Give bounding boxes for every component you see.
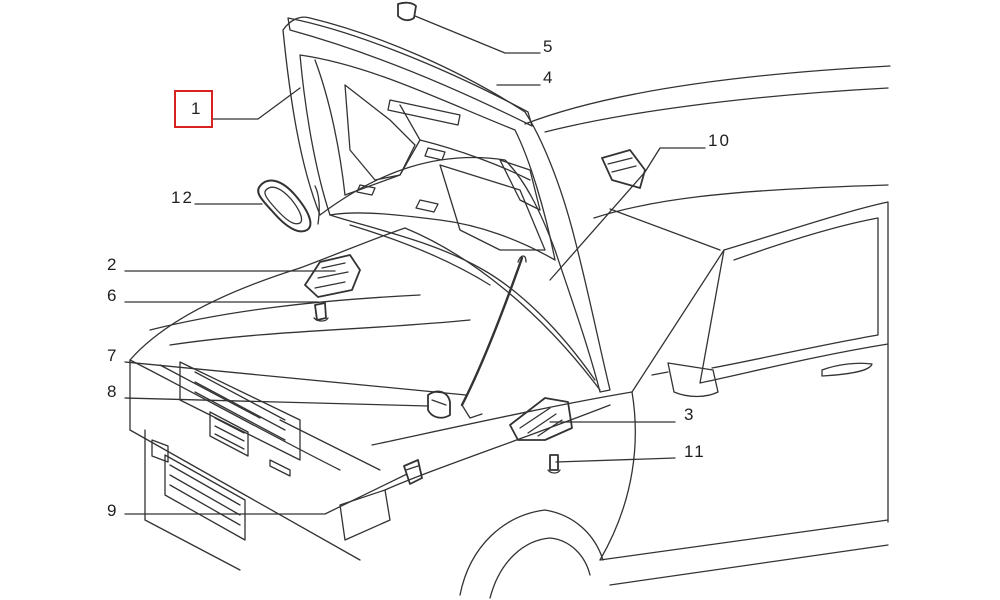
front-headlamp-area xyxy=(279,419,381,471)
rod-clip xyxy=(403,459,423,485)
door-front-edge xyxy=(631,249,725,393)
hood-brace-3 xyxy=(419,139,531,181)
bolt-left xyxy=(314,302,327,321)
hood-cutout-3 xyxy=(499,159,541,211)
callout-10[interactable]: 10 xyxy=(708,131,731,150)
rubber-buffer xyxy=(427,390,451,419)
callout-1[interactable]: 1 xyxy=(191,99,203,118)
mirror-arm xyxy=(651,371,669,376)
hood-hole-2 xyxy=(415,199,439,213)
leader-7 xyxy=(124,361,467,396)
hood-inner-panel xyxy=(299,54,556,261)
cowl-line xyxy=(404,227,601,391)
bolt-right-head xyxy=(547,469,561,474)
leader-11 xyxy=(555,457,676,463)
hood-hole xyxy=(424,147,446,161)
inner-fender xyxy=(169,319,471,346)
hood-latch xyxy=(601,149,646,189)
callout-8[interactable]: 8 xyxy=(107,382,119,401)
hinge-right-detail xyxy=(519,407,563,437)
callout-4[interactable]: 4 xyxy=(543,68,555,87)
callout-2[interactable]: 2 xyxy=(107,255,119,274)
hinge-left-detail xyxy=(314,262,349,289)
callout-5[interactable]: 5 xyxy=(543,37,555,56)
engine-bay-right xyxy=(384,404,611,491)
leader-1 xyxy=(211,87,301,120)
hood-leading-edge xyxy=(287,17,533,127)
wheel-arch-outer xyxy=(459,509,604,596)
engine-bay-front xyxy=(129,267,301,361)
grille-vents xyxy=(214,417,245,450)
hood-brace-2 xyxy=(344,104,421,196)
prop-rod-top xyxy=(517,255,527,263)
mirror xyxy=(667,362,719,398)
grille-box xyxy=(209,411,249,457)
hinge-left xyxy=(304,254,361,298)
hood-cutout-1 xyxy=(344,84,416,181)
leader-10 xyxy=(549,147,706,281)
door-window-frame xyxy=(699,201,889,384)
callout-9[interactable]: 9 xyxy=(107,501,119,520)
front-face-lower xyxy=(144,429,241,571)
car-roof-line xyxy=(524,65,891,125)
door-handle xyxy=(821,362,873,377)
grille-frame xyxy=(179,361,301,461)
windshield-upper xyxy=(544,87,889,133)
oval-seal-inner xyxy=(264,186,303,225)
lower-vent-frame xyxy=(164,454,246,541)
sill-line xyxy=(609,544,889,586)
oval-seal xyxy=(257,179,312,233)
hood-latch-detail xyxy=(607,157,637,173)
front-corner xyxy=(339,489,391,541)
selected-callout-box xyxy=(174,90,213,128)
front-bumper-top xyxy=(129,359,341,471)
callout-3[interactable]: 3 xyxy=(684,405,696,424)
hood-rear-rib xyxy=(329,214,596,381)
hood-brace-1 xyxy=(314,59,346,196)
hood-cutout-2 xyxy=(439,164,546,251)
front-lamp-square xyxy=(269,459,291,477)
hood-edge-mark xyxy=(314,185,320,225)
bolt-right xyxy=(549,454,559,471)
a-pillar xyxy=(609,208,721,251)
leader-9 xyxy=(124,473,408,515)
top-clip xyxy=(397,1,417,22)
callout-6[interactable]: 6 xyxy=(107,286,119,305)
rubber-buffer-line xyxy=(431,399,447,406)
leader-5 xyxy=(414,15,541,54)
leader-8 xyxy=(124,397,429,407)
bolt-left-head xyxy=(313,317,329,322)
lower-vent-slats xyxy=(169,464,241,526)
callout-11[interactable]: 11 xyxy=(684,442,706,461)
license-notch xyxy=(151,439,169,463)
callout-12[interactable]: 12 xyxy=(171,188,194,207)
radiator-support xyxy=(149,294,421,331)
front-fender-side xyxy=(599,391,636,561)
door-bottom xyxy=(599,519,889,561)
engine-bay-left xyxy=(299,227,406,269)
wheel-arch-inner xyxy=(489,537,591,599)
rod-clip-line xyxy=(405,465,419,471)
prop-rod xyxy=(460,256,524,407)
callout-7[interactable]: 7 xyxy=(107,346,119,365)
prop-rod-hook xyxy=(461,404,483,419)
hinge-right xyxy=(509,397,573,441)
hood-slot xyxy=(387,99,461,126)
hood-rear-rib-2 xyxy=(349,224,491,286)
front-fender-top xyxy=(371,391,633,446)
hood-hole-3 xyxy=(356,184,376,196)
grille-top xyxy=(159,364,261,419)
front-bumper-bottom xyxy=(129,429,361,561)
door-window-inner xyxy=(711,217,879,369)
